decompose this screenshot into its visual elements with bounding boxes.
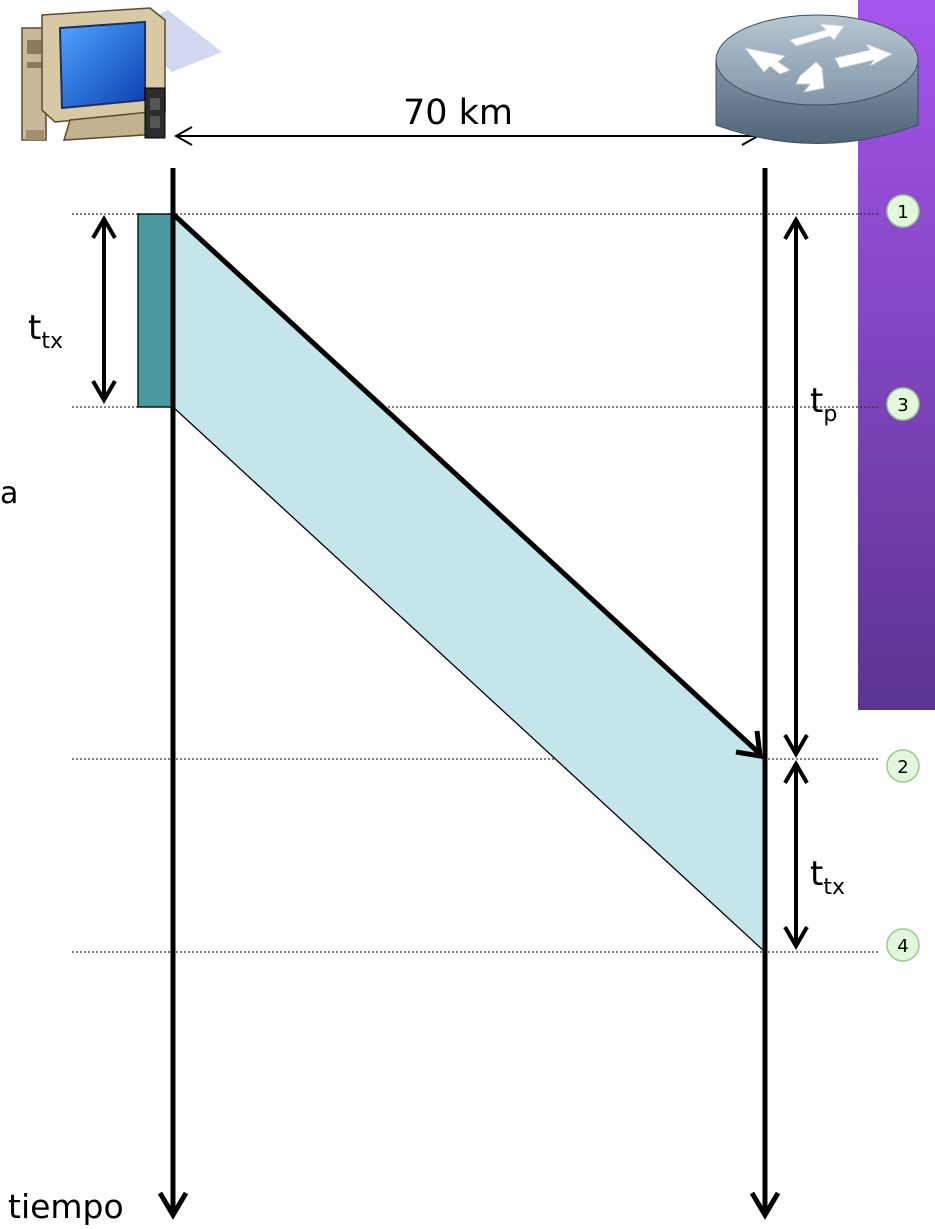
side-panel-letter: a xyxy=(0,476,18,511)
step-marker-4: 4 xyxy=(886,928,920,962)
svg-text:4: 4 xyxy=(897,936,908,957)
ttx-left-label: ttx xyxy=(28,308,63,354)
distance-label: 70 km xyxy=(403,93,513,133)
packet-trailing-edge xyxy=(172,406,766,953)
svg-text:3: 3 xyxy=(897,395,908,416)
ttx-left-arrow xyxy=(91,215,117,404)
router-icon xyxy=(715,14,919,144)
transmission-block xyxy=(137,213,174,408)
leading-edge-arrowhead xyxy=(735,730,763,760)
step-marker-1: 1 xyxy=(886,194,920,228)
router-time-axis xyxy=(749,168,781,1220)
svg-text:1: 1 xyxy=(897,202,908,223)
packet-leading-edge-arrow xyxy=(171,212,760,754)
ttx-right-arrow xyxy=(783,760,809,950)
computer-icon xyxy=(21,7,222,141)
ttx-right-label: ttx xyxy=(810,854,845,900)
step-marker-2: 2 xyxy=(886,749,920,783)
packet-band xyxy=(173,214,765,952)
time-axis-label: tiempo xyxy=(8,1187,124,1226)
step-marker-3: 3 xyxy=(886,387,920,421)
svg-text:2: 2 xyxy=(897,757,908,778)
tp-label: tp xyxy=(810,381,837,427)
tp-arrow xyxy=(783,216,809,758)
sender-time-axis xyxy=(157,168,189,1220)
